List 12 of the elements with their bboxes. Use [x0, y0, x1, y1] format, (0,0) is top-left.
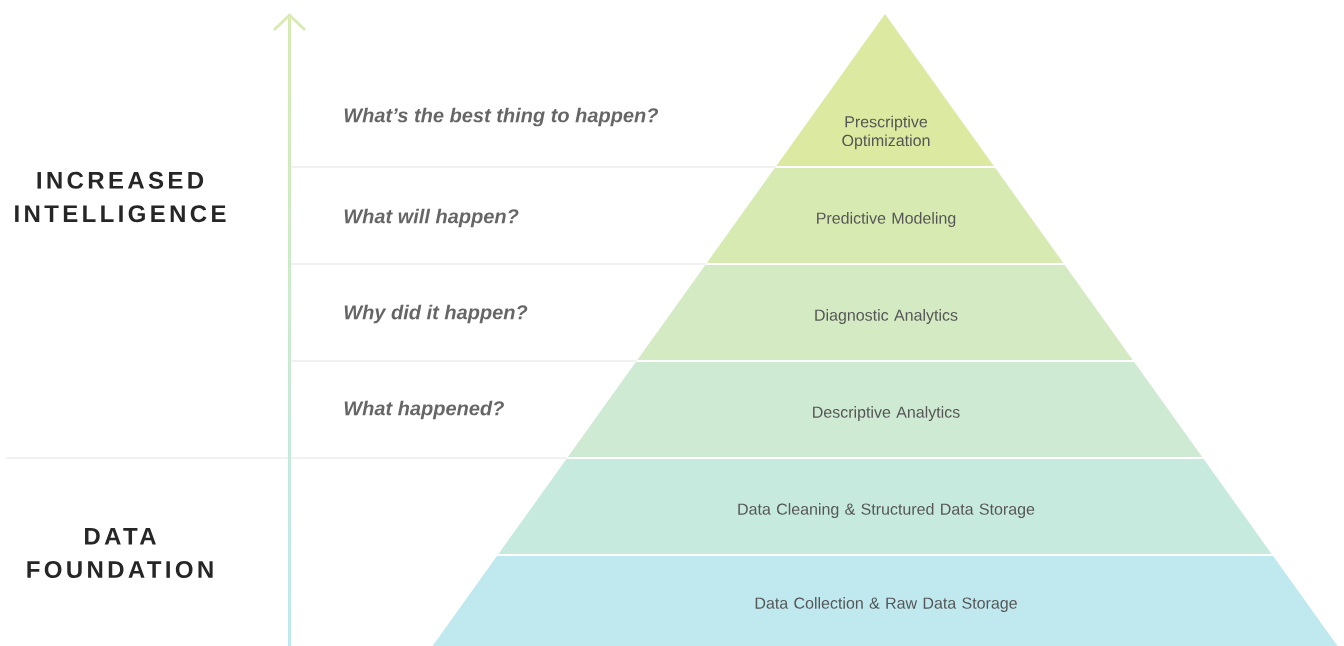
pyramid-band: Data Cleaning & Structured Data Storage [498, 459, 1272, 554]
question-text: What happened? [344, 400, 504, 420]
question-text: What’s the best thing to happen? [344, 107, 659, 127]
pyramid-band: Descriptive Analytics [567, 362, 1203, 457]
pyramid-band: Diagnostic Analytics [637, 265, 1133, 360]
pyramid-band: Predictive Modeling [706, 168, 1064, 263]
pyramid-band: Prescriptive Optimization [776, 14, 994, 166]
section-heading: INCREASED INTELLIGENCE [15, 171, 226, 223]
question-text: What will happen? [344, 208, 519, 228]
pyramid-band: Data Collection & Raw Data Storage [432, 556, 1338, 646]
section-heading: DATA FOUNDATION [27, 527, 213, 579]
question-text: Why did it happen? [344, 304, 528, 324]
